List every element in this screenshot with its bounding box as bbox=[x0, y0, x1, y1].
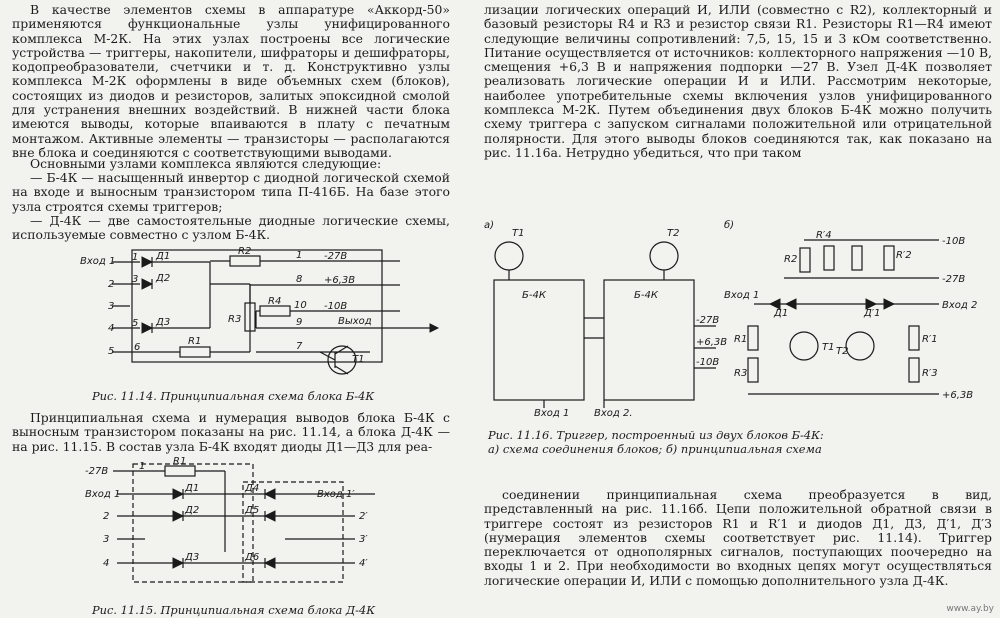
svg-text:T2: T2 bbox=[836, 346, 848, 357]
fig-11-16-caption-line1: Рис. 11.16. Триггер, построенный из двух… bbox=[488, 428, 824, 442]
svg-text:-27В: -27В bbox=[85, 466, 108, 477]
svg-text:-10В: -10В bbox=[942, 236, 965, 247]
svg-text:R′4: R′4 bbox=[816, 230, 832, 241]
svg-text:1: 1 bbox=[139, 461, 145, 472]
fig-11-15-caption: Рис. 11.15. Принципиальная схема блока Д… bbox=[92, 603, 376, 617]
svg-text:T2: T2 bbox=[667, 228, 679, 239]
svg-text:Вход 1: Вход 1 bbox=[85, 489, 120, 500]
intro-paragraph: В качестве элементов схемы в аппаратуре … bbox=[12, 2, 450, 160]
svg-text:Вход 1: Вход 1 bbox=[724, 290, 759, 301]
svg-text:3: 3 bbox=[103, 534, 109, 545]
svg-text:Д1: Д1 bbox=[773, 308, 788, 319]
svg-text:Вход 1′: Вход 1′ bbox=[317, 489, 355, 500]
svg-text:Б-4К: Б-4К bbox=[634, 290, 659, 301]
svg-text:4′: 4′ bbox=[359, 558, 368, 569]
svg-text:R2: R2 bbox=[238, 246, 251, 257]
svg-text:8: 8 bbox=[296, 274, 302, 285]
svg-text:+6,3В: +6,3В bbox=[696, 337, 727, 348]
svg-text:-27В: -27В bbox=[942, 274, 965, 285]
svg-text:Д3: Д3 bbox=[184, 552, 199, 563]
svg-text:R′2: R′2 bbox=[896, 250, 912, 261]
watermark: www.ay.by bbox=[946, 604, 994, 614]
svg-text:Д5: Д5 bbox=[244, 505, 259, 516]
svg-text:R′3: R′3 bbox=[922, 368, 938, 379]
svg-text:R3: R3 bbox=[228, 314, 241, 325]
svg-text:-10В: -10В bbox=[324, 301, 347, 312]
svg-text:1: 1 bbox=[132, 252, 138, 263]
svg-text:2′: 2′ bbox=[359, 511, 368, 522]
svg-text:3: 3 bbox=[108, 301, 114, 312]
svg-text:R1: R1 bbox=[173, 456, 186, 467]
right-bottom-paragraph: соединении принципиальная схема преобраз… bbox=[484, 487, 992, 588]
svg-text:а): а) bbox=[484, 220, 494, 231]
svg-text:-27В: -27В bbox=[324, 251, 347, 262]
figure-11-15-schematic: -27В 1 R1 Вход 1 Д1 2 Д2 3 4 Д3 Д4 Вход … bbox=[85, 456, 375, 583]
svg-text:R3: R3 bbox=[734, 368, 747, 379]
svg-text:Б-4К: Б-4К bbox=[522, 290, 547, 301]
svg-text:4: 4 bbox=[103, 558, 109, 569]
middle-paragraph: Принципиальная схема и нумерация выводов… bbox=[12, 410, 450, 454]
fig14-input-label: Вход 1 bbox=[80, 256, 115, 267]
svg-text:1: 1 bbox=[296, 250, 302, 261]
svg-text:2: 2 bbox=[108, 279, 114, 290]
svg-text:R1: R1 bbox=[188, 336, 201, 347]
svg-text:Д2: Д2 bbox=[155, 273, 170, 284]
svg-text:Вход 1: Вход 1 bbox=[534, 408, 569, 419]
svg-text:+6,3В: +6,3В bbox=[942, 390, 973, 401]
list-intro: Основными узлами комплекса являются след… bbox=[30, 156, 382, 171]
svg-text:5: 5 bbox=[132, 318, 138, 329]
svg-text:Д1: Д1 bbox=[155, 251, 170, 262]
list-item-b4k: — Б-4К — насыщенный инвертор с диодной л… bbox=[12, 170, 450, 214]
svg-text:R1: R1 bbox=[734, 334, 747, 345]
svg-text:T1: T1 bbox=[512, 228, 524, 239]
svg-text:10: 10 bbox=[294, 300, 307, 311]
svg-text:9: 9 bbox=[296, 317, 302, 328]
svg-text:4: 4 bbox=[108, 323, 114, 334]
list-item-d4k: — Д-4К — две самостоятельные диодные лог… bbox=[12, 213, 450, 243]
svg-text:6: 6 bbox=[134, 342, 140, 353]
svg-text:T1: T1 bbox=[352, 354, 364, 365]
svg-text:3: 3 bbox=[132, 274, 138, 285]
svg-text:-10В: -10В bbox=[696, 357, 719, 368]
svg-text:7: 7 bbox=[296, 341, 303, 352]
right-top-paragraph: лизации логических операций И, ИЛИ (совм… bbox=[484, 2, 992, 160]
figure-11-16a-schematic: а) T1 T2 Б-4К Б-4К -27В +6,3В -10В Вход … bbox=[484, 220, 727, 419]
svg-text:R4: R4 bbox=[268, 296, 281, 307]
svg-text:Вход 2.: Вход 2. bbox=[594, 408, 633, 419]
svg-text:T1: T1 bbox=[822, 342, 834, 353]
svg-text:5: 5 bbox=[108, 346, 114, 357]
svg-text:Д′1: Д′1 bbox=[863, 308, 880, 319]
svg-text:R′1: R′1 bbox=[922, 334, 938, 345]
svg-text:Д2: Д2 bbox=[184, 505, 199, 516]
figure-11-16b-schematic: б) -10В -27В Вход 1 Д1 Д′1 Вход 2 R2 R′4… bbox=[724, 219, 977, 401]
svg-text:3′: 3′ bbox=[359, 534, 368, 545]
svg-text:Д4: Д4 bbox=[244, 483, 259, 494]
figure-11-14-schematic: Вход 1 1 Д1 2 3 Д2 3 4 5 Д3 5 6 R1 R2 R3… bbox=[80, 246, 440, 375]
svg-text:Д3: Д3 bbox=[155, 317, 170, 328]
svg-text:Вход 2: Вход 2 bbox=[942, 300, 977, 311]
svg-text:Д6: Д6 bbox=[244, 552, 259, 563]
svg-text:Выход: Выход bbox=[338, 316, 372, 327]
svg-text:+6,3В: +6,3В bbox=[324, 275, 355, 286]
svg-text:-27В: -27В bbox=[696, 315, 719, 326]
fig-11-14-caption: Рис. 11.14. Принципиальная схема блока Б… bbox=[92, 389, 375, 403]
svg-text:R2: R2 bbox=[784, 254, 797, 265]
svg-text:б): б) bbox=[724, 219, 734, 231]
svg-text:Д1: Д1 bbox=[184, 483, 199, 494]
svg-text:2: 2 bbox=[103, 511, 109, 522]
fig-11-16-caption-line2: а) схема соединения блоков; б) принципиа… bbox=[488, 442, 822, 456]
